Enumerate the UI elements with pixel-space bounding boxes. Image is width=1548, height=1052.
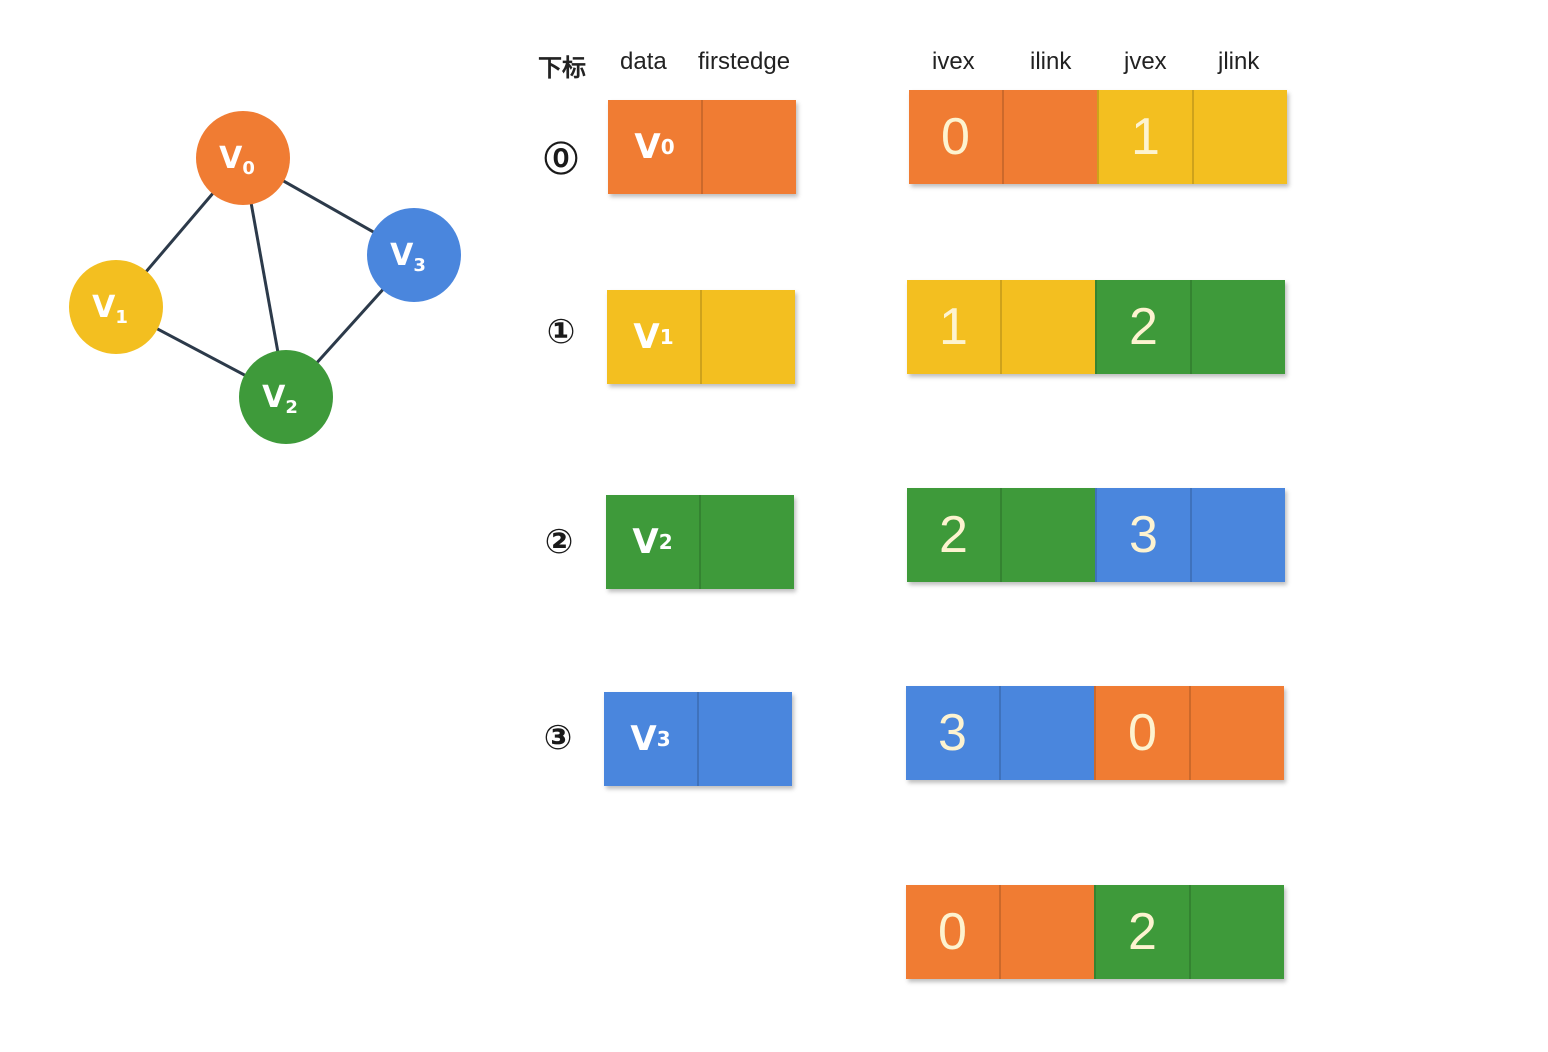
jvex-header: jvex (1124, 48, 1167, 75)
edge-jlink-cell-0 (1192, 90, 1287, 184)
edge-ivex-cell-0: 0 (909, 90, 1002, 184)
edge-node-2: 2 3 (907, 488, 1285, 582)
edge-ilink-cell-0 (1002, 90, 1097, 184)
vertex-index-2: ② (544, 522, 574, 562)
edge-jlink-cell-4 (1189, 885, 1284, 979)
edge-ivex-cell-3: 3 (906, 686, 999, 780)
edge-ivex-cell-2: 2 (907, 488, 1000, 582)
edge-jvex-cell-2: 3 (1095, 488, 1190, 582)
jlink-header: jlink (1218, 48, 1260, 75)
edge-ivex-cell-1: 1 (907, 280, 1000, 374)
index-header: 下标 (538, 55, 586, 82)
firstedge-header: firstedge (698, 48, 791, 75)
graph-node-circle (239, 350, 333, 444)
edge-node-4: 0 2 (906, 885, 1284, 979)
graph-node-v0: V0 (196, 111, 290, 205)
ivex-header: ivex (932, 48, 975, 75)
edge-jvex-cell-1: 2 (1095, 280, 1190, 374)
data-header: data (620, 48, 667, 75)
edge-jvex-cell-3: 0 (1094, 686, 1189, 780)
vertex-firstedge-cell-0 (701, 100, 796, 194)
edge-ilink-cell-1 (1000, 280, 1095, 374)
graph-node-v1: V1 (69, 260, 163, 354)
vertex-index-3: ③ (543, 718, 573, 758)
vertex-firstedge-cell-1 (700, 290, 795, 384)
vertex-index-0: ⓪ (544, 140, 578, 180)
edge-ilink-cell-4 (999, 885, 1094, 979)
edge-ilink-cell-3 (999, 686, 1094, 780)
edge-ivex-cell-4: 0 (906, 885, 999, 979)
edge-node-1: 1 2 (907, 280, 1285, 374)
vertex-index-1: ① (546, 312, 576, 352)
graph-node-circle (69, 260, 163, 354)
edge-jlink-cell-1 (1190, 280, 1285, 374)
edge-jvex-cell-4: 2 (1094, 885, 1189, 979)
graph-node-v3: V3 (367, 208, 461, 302)
graph-node-v2: V2 (239, 350, 333, 444)
edge-jlink-cell-3 (1189, 686, 1284, 780)
graph-node-circle (367, 208, 461, 302)
edge-node-0: 0 1 (909, 90, 1287, 184)
graph-node-label: V3 (390, 238, 426, 276)
edge-ilink-cell-2 (1000, 488, 1095, 582)
vertex-firstedge-cell-3 (697, 692, 792, 786)
graph-node-label: V1 (92, 290, 128, 328)
graph-node-circle (196, 111, 290, 205)
ilink-header: ilink (1030, 48, 1072, 75)
edge-jlink-cell-2 (1190, 488, 1285, 582)
vertex-firstedge-cell-2 (699, 495, 794, 589)
edge-jvex-cell-0: 1 (1097, 90, 1192, 184)
edge-node-3: 3 0 (906, 686, 1284, 780)
